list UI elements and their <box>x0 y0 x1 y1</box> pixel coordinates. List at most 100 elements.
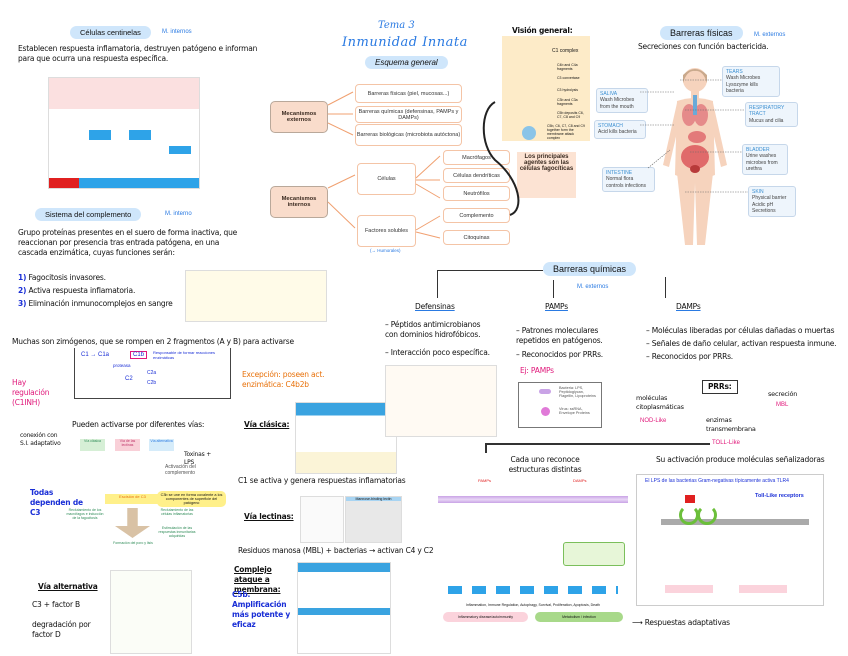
complement-functions-image <box>185 270 327 322</box>
prrs-branch-transmembrane: enzimas transmembrana <box>706 416 756 433</box>
alternative-pathway-image <box>110 570 192 654</box>
signaling-bottom-text: Inflammation, Immune Regulation, Autopha… <box>466 603 600 607</box>
zymogens-note: Muchas son zimógenos, que se rompen en 2… <box>12 337 294 346</box>
classic-pathway-note: C1 se activa y genera respuestas inflama… <box>238 476 406 485</box>
signaling-bar-left: Inflammatory disease/autoimmunity <box>443 612 528 622</box>
physical-barriers-box: Barreras físicas (piel, mucosas...) <box>355 84 462 103</box>
lectin-image <box>300 496 344 543</box>
chemical-barriers-title: Barreras químicas <box>543 262 637 276</box>
c3b-note: C3b se une en forma covalente a los comp… <box>157 491 226 507</box>
alternative-pathway-title: Vía alternativa <box>38 582 98 591</box>
damps-join-line <box>485 443 710 445</box>
page-title: Inmunidad Innata <box>342 35 468 50</box>
path-alternative: Vía alternativa <box>149 439 174 451</box>
body-leader-lines <box>640 79 748 193</box>
topic-label: Tema 3 <box>378 20 415 31</box>
pamps-example-virus: Virus: ssRNA, Envelope Proteins <box>559 407 590 415</box>
route-label: C4b and C4a fragments <box>557 63 578 71</box>
damps-bracket-label: DAMPs <box>573 478 587 483</box>
external-mechanisms-box: Mecanismos externos <box>270 101 328 133</box>
exception-note: Excepción: poseen act. enzimática: C4b2b <box>242 370 325 390</box>
damps-point: – Moléculas liberadas por células dañada… <box>646 326 835 335</box>
structures-note: Cada uno reconoce estructuras distintas <box>508 455 582 475</box>
function-item: 1) Fagocitosis invasores. <box>18 273 106 282</box>
attack-complex-note: C5b. Amplificación más potente y eficaz <box>232 590 291 630</box>
transcription-factors <box>448 586 618 594</box>
nucleus-region <box>563 542 625 566</box>
toll-like-tag: TOLL-Like <box>712 440 740 446</box>
timeline-blue-band <box>79 178 199 188</box>
path-lectin: Vía de las lectinas <box>115 439 140 451</box>
biological-barriers-box: Barreras biológicas (microbiota autócton… <box>355 124 462 146</box>
tlr4-output-2 <box>739 585 787 593</box>
membrane <box>438 496 628 503</box>
c1b-note: Responsable de formar reacciones enzimát… <box>153 350 216 360</box>
pamps-example-bacteria: Bacteria: LPS, Peptidoglycan, Flagellin,… <box>559 386 596 398</box>
tlr4-membrane <box>661 519 809 525</box>
sentinel-cells-text: Establecen respuesta inflamatoria, destr… <box>18 44 258 64</box>
c1b-label: C1b <box>130 351 148 359</box>
branch-line-top <box>437 270 543 271</box>
prrs-box: PRRs: <box>702 380 738 395</box>
outcome-right: Reclutamiento de las células inflamatori… <box>160 508 194 516</box>
macrophages-box: Macrófagos <box>443 150 510 165</box>
pamps-point: – Patrones moleculares repetidos en pató… <box>516 326 603 346</box>
classic-pathway-title: Vía clásica: <box>244 420 290 429</box>
cells-box: Células <box>357 163 416 195</box>
activation-note: Su activación produce moléculas señaliza… <box>656 455 825 464</box>
outcome-left: Reclutamiento de los macrófagos e inducc… <box>66 508 104 520</box>
prrs-branch-secretion: secreción <box>768 390 798 398</box>
route-label: C5b, C6, C7, C8 and C9 together form the… <box>547 124 585 140</box>
route-label: C3 hydrolysis <box>557 88 579 92</box>
damps-point: – Reconocidos por PRRs. <box>646 352 733 361</box>
c1-label: C1 → C1a <box>81 352 110 358</box>
scheme-arrows <box>327 91 441 239</box>
defensins-title: Defensinas <box>415 302 455 311</box>
outcome-bottom: Formación del poro y lisis <box>113 541 153 545</box>
c2a-label: C2a <box>147 370 157 376</box>
sentinel-cells-tag: M. internos <box>162 29 192 35</box>
general-route-image: C1 complex C4b and C4a fragments C3 conv… <box>502 36 590 141</box>
adaptive-link-note: conexión con S.I. adaptativo <box>20 432 61 448</box>
branch-line-right <box>665 277 666 298</box>
complement-functions: 1) Fagocitosis invasores. 2) Activa resp… <box>18 273 188 309</box>
route-label: C3 convertase <box>557 76 580 80</box>
signaling-bar-right: Metabolism / infection <box>535 612 623 622</box>
regulation-note: Hay regulación (C1INH) <box>12 378 50 408</box>
function-item: 3) Eliminación inmunocomplejos en sangre <box>18 299 173 309</box>
cytokines-box: Citoquinas <box>443 230 510 245</box>
physical-barriers-tag: M. externos <box>754 32 786 38</box>
complement-system-title: Sistema del complemento <box>35 208 142 221</box>
attack-complex-image <box>297 562 391 654</box>
cascade-box: C1 → C1a C1b Responsable de formar reacc… <box>74 348 231 399</box>
complement-system-text: Grupo proteínas presentes en el suero de… <box>18 228 238 258</box>
c2-label: C2 <box>125 376 133 382</box>
bacteria-icon <box>539 389 551 394</box>
subtitle-pill: Esquema general <box>365 56 448 69</box>
adaptive-response-note: ⟶ Respuestas adaptativas <box>632 618 730 627</box>
chemical-barriers-box: Barreras químicas (defensinas, PAMPs y D… <box>355 106 462 123</box>
general-route-title: Visión general: <box>512 26 573 35</box>
mbl-tag: MBL <box>776 402 789 408</box>
pamps-point: – Reconocidos por PRRs. <box>516 350 603 359</box>
toll-like-note: Toll-Like receptors <box>755 493 804 499</box>
damps-title: DAMPs <box>676 302 701 311</box>
pamps-example-label: Ej: PAMPs <box>520 366 554 375</box>
tlr4-receptor-1 <box>679 505 699 525</box>
pathway-diagram: Vía clásica Vía de las lectinas Vía alte… <box>67 436 226 566</box>
tlr4-receptor-2 <box>697 505 717 525</box>
lps-molecule <box>685 495 695 503</box>
timeline-red-band <box>49 178 79 188</box>
outcome-right-2: Estimulación de las respuestas inmunitar… <box>158 526 196 538</box>
mannose-image-title: Mannose-binding lectin <box>346 497 401 501</box>
tlr4-output-1 <box>665 585 713 593</box>
tlr4-title: El LPS de las bacterias Gram-negativas t… <box>645 478 789 484</box>
c3-cleavage: Escisión de C3 <box>105 494 160 504</box>
pamps-example-box: Bacteria: LPS, Peptidoglycan, Flagellin,… <box>518 382 602 428</box>
damps-point: – Señales de daño celular, activan respu… <box>646 339 837 348</box>
timeline-box-1 <box>89 130 111 140</box>
